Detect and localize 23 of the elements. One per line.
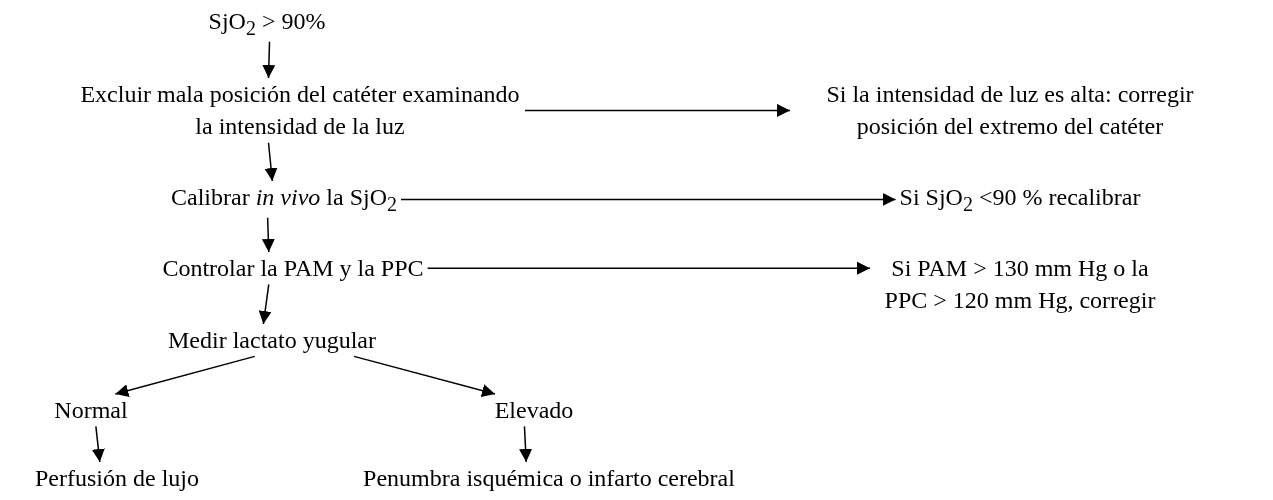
step-text: Si la intensidad de luz es alta: corregir posición del extremo del catéter <box>790 78 1230 143</box>
step-text: Elevado <box>490 394 578 427</box>
arrow <box>258 283 272 325</box>
arrow <box>519 425 533 463</box>
step-text: Medir lactato yugular <box>164 324 380 357</box>
arrow <box>91 425 105 463</box>
step-text: Controlar la PAM y la PPC <box>158 252 428 285</box>
step-text: Calibrar in vivo la SjO$_{2}$ <box>167 181 401 218</box>
step-text: Excluir mala posición del catéter examinando la intensidad de la luz <box>75 78 525 143</box>
arrow <box>264 142 278 182</box>
arrow <box>400 192 897 206</box>
step-text: Si SjO$_{2}$ <90 % recalibrar <box>895 181 1145 218</box>
step-text: SjO$_{2}$ > 90% <box>204 5 330 42</box>
arrow <box>353 355 496 397</box>
step-text: Si PAM > 130 mm Hg o la PPC > 120 mm Hg, corregir <box>870 252 1170 317</box>
step-text: Penumbra isquémica o infarto cerebral <box>359 462 739 495</box>
arrow <box>426 261 871 275</box>
arrow <box>261 217 275 253</box>
step-text: Perfusión de lujo <box>31 462 203 495</box>
arrow <box>114 355 256 397</box>
arrow <box>262 41 276 79</box>
step-text: Normal <box>50 394 132 427</box>
arrow <box>524 103 791 117</box>
